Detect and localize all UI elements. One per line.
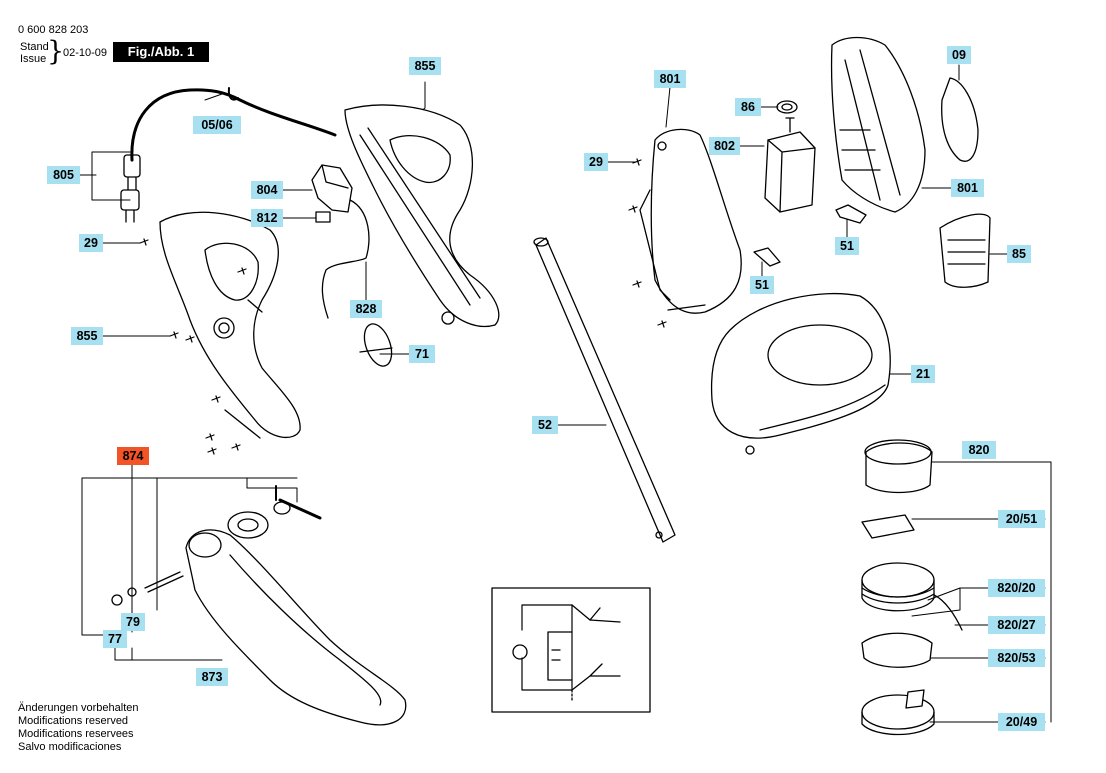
part-label-873: 873 xyxy=(196,668,228,686)
part-label-812: 812 xyxy=(251,209,283,227)
issue-date: 02-10-09 xyxy=(63,47,108,59)
wiring-schematic xyxy=(491,587,651,713)
part-label-77: 77 xyxy=(103,630,127,648)
part-label-21: 21 xyxy=(911,365,935,383)
part-label-804: 804 xyxy=(251,181,283,199)
part-label-820-53: 820/53 xyxy=(988,649,1045,667)
leader-lines xyxy=(79,64,1052,723)
part-label-801-rear: 801 xyxy=(951,179,984,197)
part-label-805: 805 xyxy=(47,166,80,184)
part-label-801: 801 xyxy=(654,70,686,88)
cover-parts xyxy=(939,77,991,288)
handle-half-left xyxy=(159,211,301,439)
part-label-51-right: 51 xyxy=(835,237,859,255)
switch-assembly xyxy=(311,164,370,319)
power-cord xyxy=(120,87,337,223)
part-label-52: 52 xyxy=(532,416,558,434)
motor-housing-front xyxy=(639,128,742,314)
shaft-tube xyxy=(533,237,676,543)
part-label-29-middle: 29 xyxy=(584,153,608,171)
part-label-79: 79 xyxy=(121,613,145,631)
auxiliary-handle xyxy=(111,485,407,726)
part-label-20-51: 20/51 xyxy=(998,510,1045,528)
footer-line-en: Modifications reserved xyxy=(18,715,129,727)
part-label-86: 86 xyxy=(735,98,761,116)
part-label-20-49: 20/49 xyxy=(998,713,1045,731)
motor-parts xyxy=(764,100,816,213)
part-label-820-20: 820/20 xyxy=(988,579,1045,597)
part-label-29-left: 29 xyxy=(79,234,103,252)
part-label-85: 85 xyxy=(1007,245,1031,263)
pin-part xyxy=(359,323,393,367)
brush-holders xyxy=(753,204,867,267)
screws-left xyxy=(139,238,247,455)
footer-line-fr: Modifications reservees xyxy=(18,728,134,740)
part-label-51-left: 51 xyxy=(750,276,774,294)
figure-badge: Fig./Abb. 1 xyxy=(113,42,209,62)
blade-guard xyxy=(710,292,891,455)
part-label-05-06: 05/06 xyxy=(193,116,241,134)
footer-line-es: Salvo modificaciones xyxy=(18,741,122,753)
part-label-09: 09 xyxy=(947,46,971,64)
part-label-828: 828 xyxy=(350,300,382,318)
part-label-71: 71 xyxy=(409,345,435,363)
part-label-802: 802 xyxy=(709,137,740,155)
brace-glyph: } xyxy=(47,36,65,67)
handle-half-right xyxy=(344,104,500,328)
issue-label: Issue xyxy=(20,53,47,65)
stand-label: Stand xyxy=(20,41,49,53)
part-label-820-27: 820/27 xyxy=(988,616,1045,634)
part-label-820: 820 xyxy=(962,441,996,459)
footer-line-de: Änderungen vorbehalten xyxy=(18,702,139,714)
spool-assembly xyxy=(861,439,963,736)
part-label-874-highlighted: 874 xyxy=(117,447,149,465)
screws-middle xyxy=(628,158,667,328)
part-label-855: 855 xyxy=(409,57,441,75)
part-label-855-left: 855 xyxy=(71,327,103,345)
document-number: 0 600 828 203 xyxy=(18,24,89,36)
motor-housing-rear xyxy=(830,36,926,213)
